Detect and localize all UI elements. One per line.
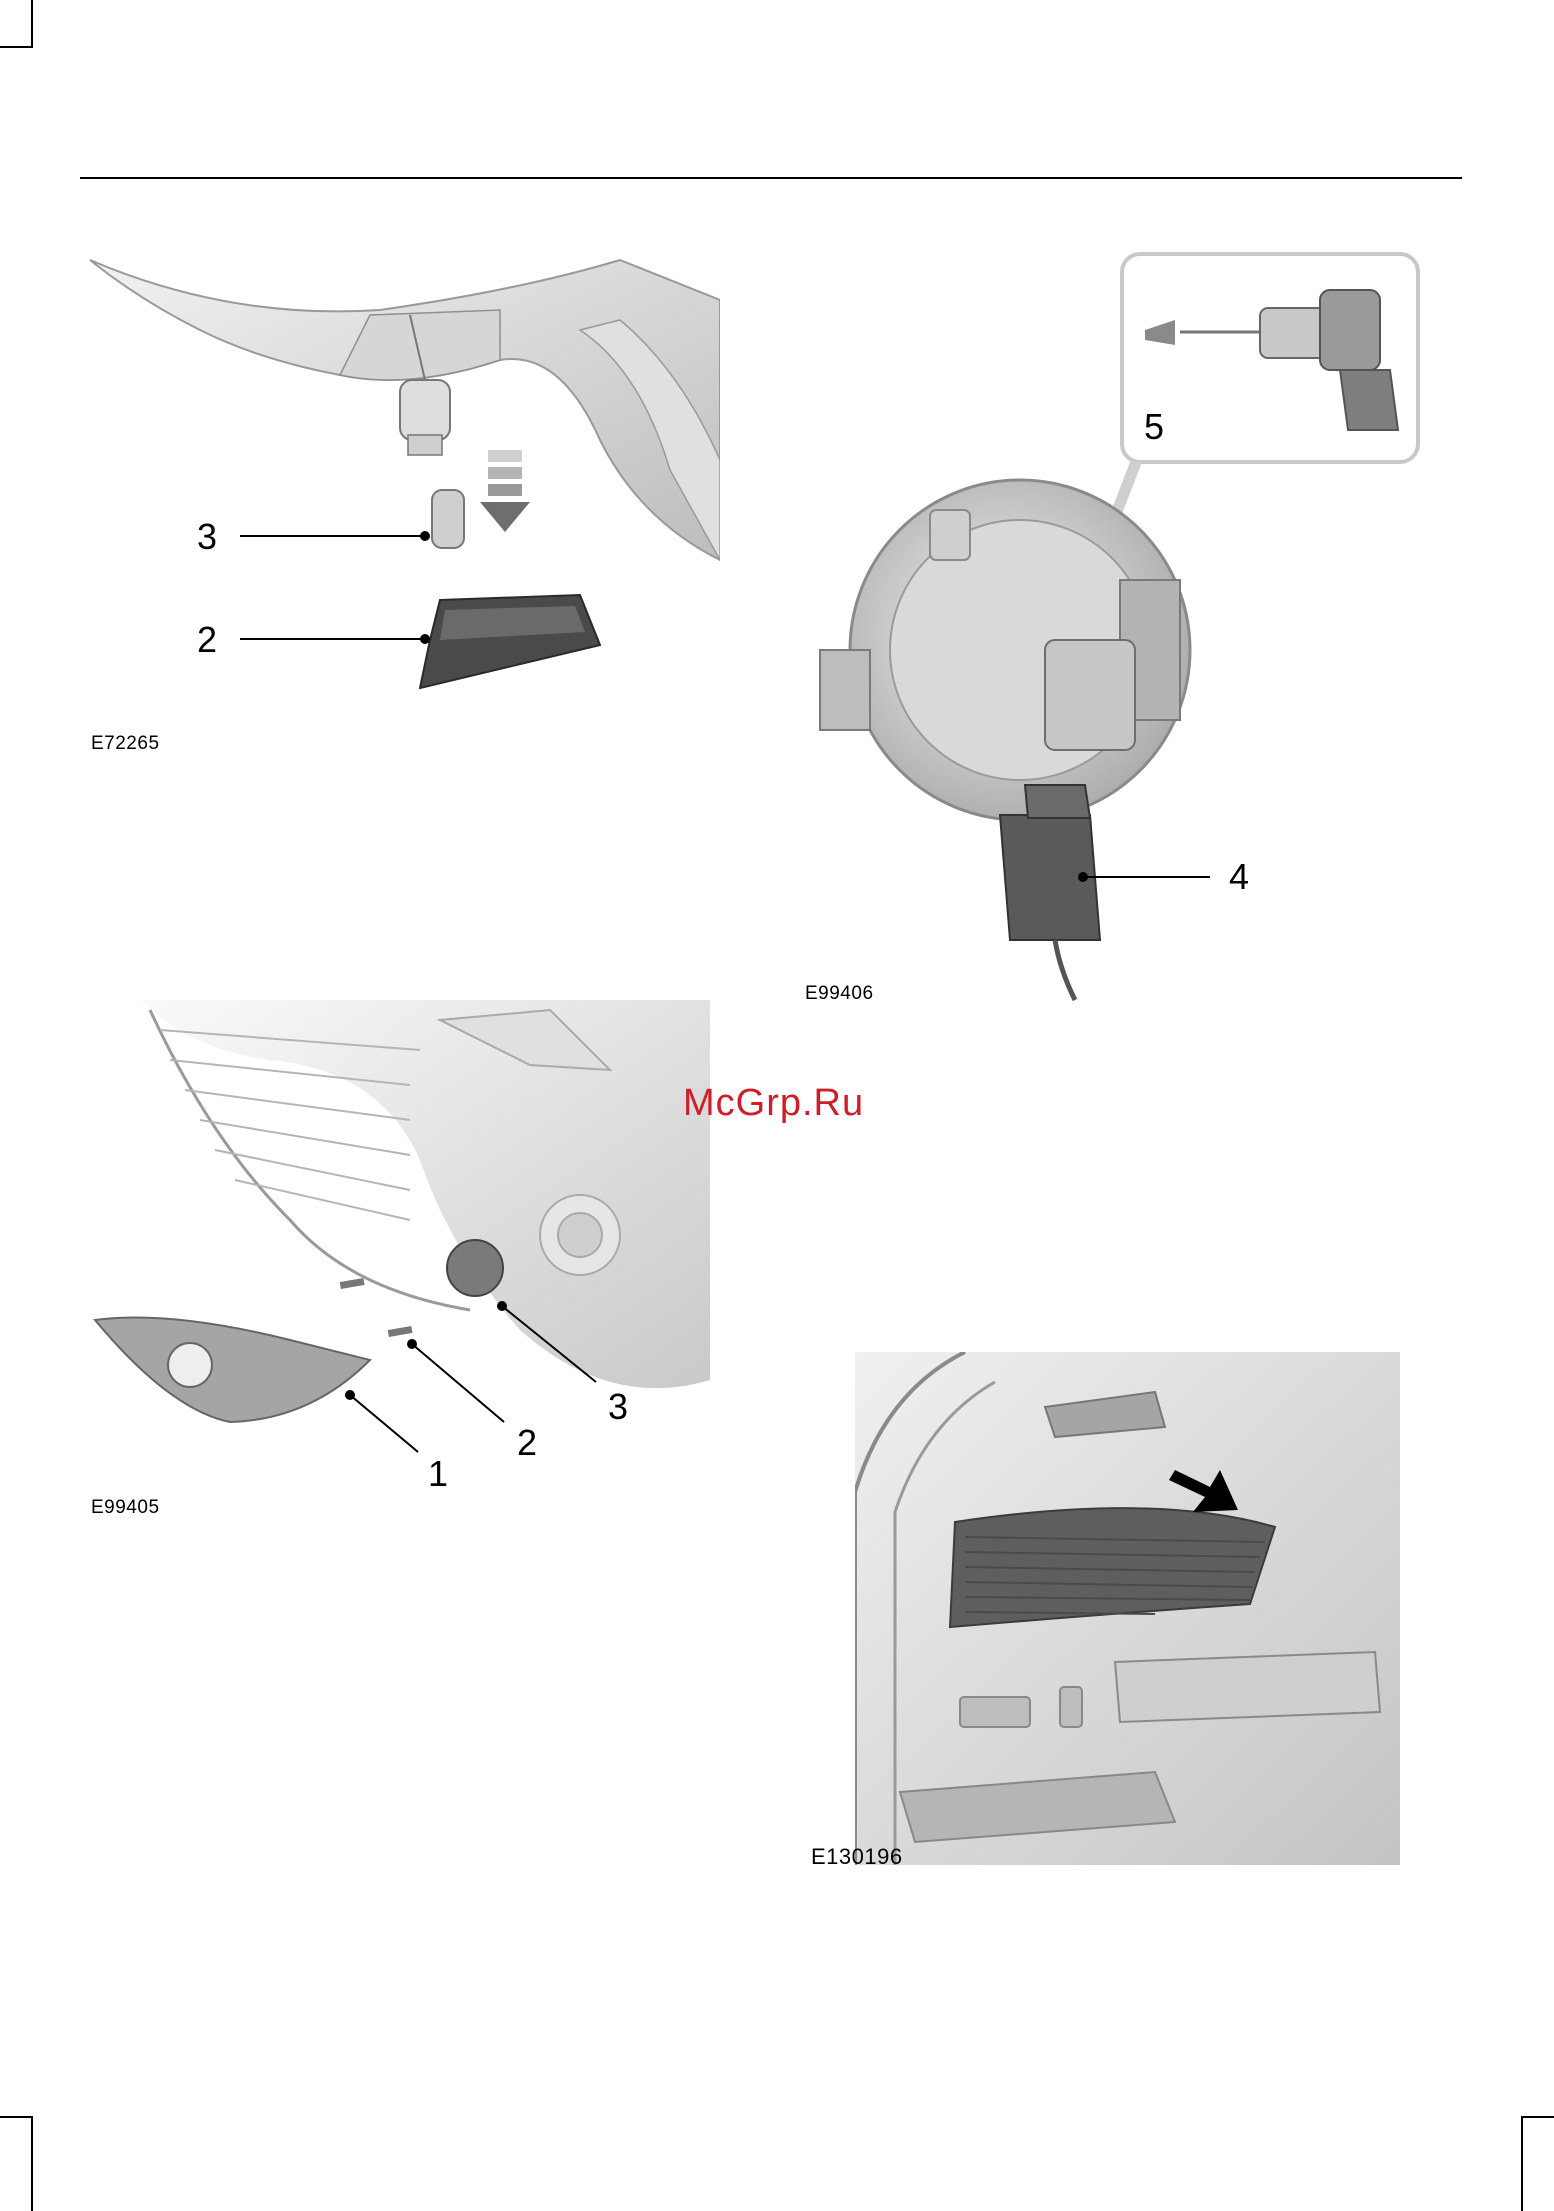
callout-4-dot-fig2 [1078,872,1088,882]
figure-code-E99405: E99405 [91,1497,160,1519]
figure-code-E72265: E72265 [91,733,160,755]
figure-code-E130196: E130196 [811,1844,903,1870]
callout-5-fig2: 5 [1144,406,1164,448]
callout-2-fig3: 2 [517,1422,537,1464]
callout-3-fig3: 3 [608,1386,628,1428]
figure-interior-lamp [80,240,720,760]
callout-3-line-fig1 [240,535,426,537]
figure-fog-lamp-bulb [800,250,1460,1010]
header-rule [80,177,1462,179]
callout-3-fig1: 3 [197,516,217,558]
callout-4-line-fig2 [1085,876,1210,878]
crop-mark-bottom-left-v [31,2116,33,2211]
crop-mark-bottom-right-h [1521,2116,1554,2118]
crop-mark-bottom-left-h [0,2116,33,2118]
watermark: McGrp.Ru [683,1082,864,1125]
callout-1-fig3: 1 [428,1453,448,1495]
callout-2-dot-fig1 [420,634,430,644]
crop-mark-bottom-right-v [1521,2116,1523,2211]
crop-mark-top-left-h [0,46,33,48]
figure-fog-lamp-removal [90,990,710,1440]
callout-2-line-fig1 [240,638,426,640]
callout-3-dot-fig1 [420,531,430,541]
figure-code-E99406: E99406 [805,983,874,1005]
crop-mark-top-left-v [31,0,33,46]
callout-4-fig2: 4 [1229,856,1249,898]
callout-2-fig1: 2 [197,619,217,661]
figure-luggage-compartment [855,1352,1400,1865]
